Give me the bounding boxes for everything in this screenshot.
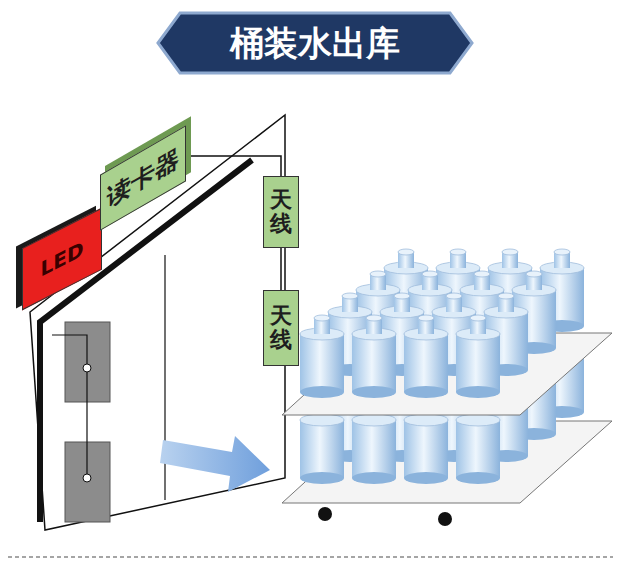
wire: [280, 248, 282, 290]
pallet-shelf: [282, 421, 612, 503]
terminal-dot: [83, 364, 91, 372]
wire: [186, 156, 281, 176]
wheel: [438, 512, 452, 526]
direction-arrow: [160, 436, 270, 492]
water-bottle: [352, 315, 396, 398]
title-banner: [158, 13, 472, 73]
gate-panel: [30, 115, 285, 530]
node-label: LED: [40, 236, 83, 282]
antenna-box: 天线: [263, 290, 299, 366]
pallet-shelf: [282, 333, 612, 415]
water-bottle: [404, 414, 448, 484]
title: 桶装水出库: [160, 16, 470, 70]
water-bottle: [456, 414, 500, 484]
water-bottle: [300, 315, 344, 398]
terminal-dot: [83, 474, 91, 482]
node-label: 读卡器: [107, 141, 179, 215]
water-cart: [282, 249, 612, 526]
wheel: [318, 507, 332, 521]
water-bottle: [404, 315, 448, 398]
water-bottle: [352, 414, 396, 484]
antenna-box: 天线: [263, 176, 299, 248]
water-bottle: [300, 414, 344, 484]
divider-line: [8, 556, 613, 558]
wire: [52, 335, 87, 478]
water-bottle: [456, 315, 500, 398]
node-label: 天线: [270, 188, 292, 236]
node-label: 天线: [270, 304, 292, 352]
